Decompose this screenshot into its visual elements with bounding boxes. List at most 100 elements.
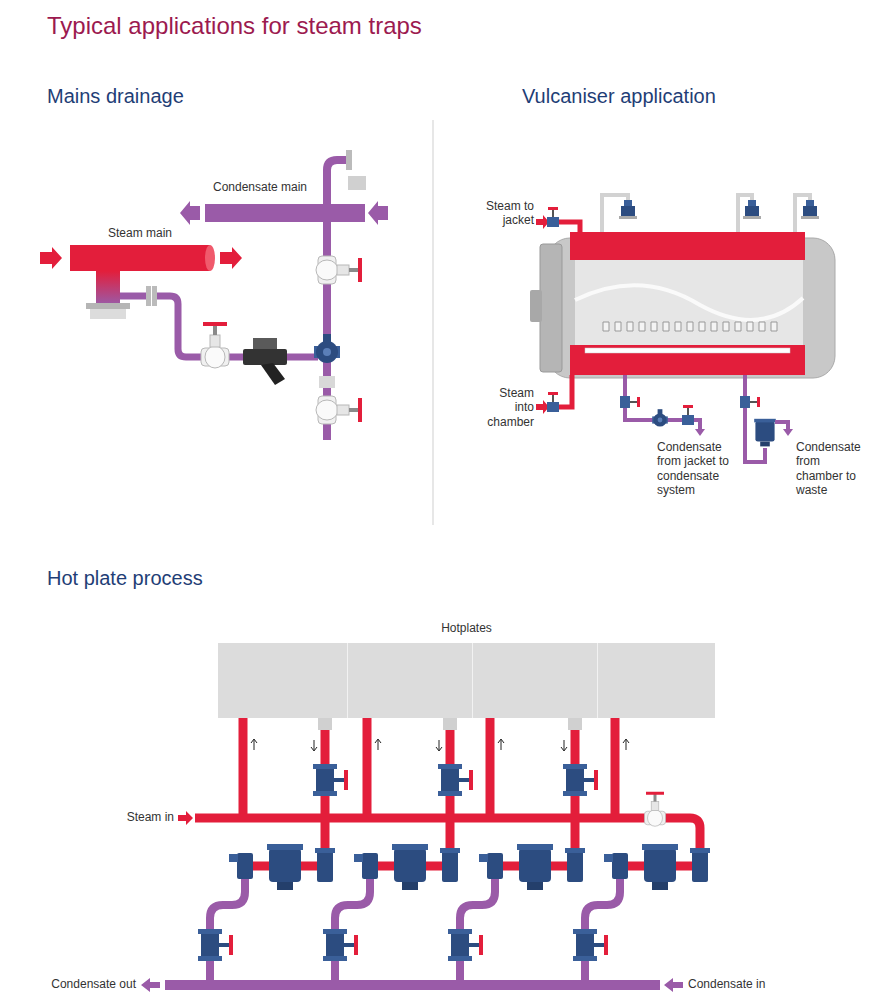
label-holder: Steam main [80, 226, 200, 240]
steam-trap [642, 844, 678, 890]
flow-label: Condensate out [26, 977, 136, 991]
air-vent [743, 200, 761, 219]
condensate-main-pipe [205, 204, 365, 222]
steam-jacket [570, 232, 805, 260]
strainer [354, 853, 378, 879]
flow-label: Condensate in [688, 977, 808, 991]
pipe [327, 160, 348, 204]
isolation-valve [323, 929, 358, 961]
node-heading: Hotplates [218, 621, 715, 635]
isolation-valve [201, 322, 229, 368]
fitting [690, 848, 710, 882]
drop-leg [96, 271, 120, 305]
chamber [575, 260, 803, 345]
section-heading: Hot plate process [47, 566, 203, 590]
valve [547, 207, 559, 227]
steam-trap [652, 409, 668, 426]
label-holder: Condensate out [26, 977, 136, 991]
flange [152, 286, 157, 306]
outlet-fitting [568, 716, 582, 730]
label-holder: Condensate from jacket to condensate sys… [657, 440, 741, 498]
pipe-label: Steam main [80, 226, 200, 240]
label-holder: Condensate in [688, 977, 808, 991]
outlet-fitting [443, 716, 457, 730]
pipe-end [205, 245, 215, 271]
plate-divider [347, 643, 348, 718]
air-vent [801, 200, 819, 219]
label-holder: Hot plate process [47, 566, 203, 590]
isolation-valve [563, 764, 598, 796]
flow-arrow [220, 247, 242, 269]
chamber-contour [575, 285, 803, 320]
page-title: Typical applications for steam traps [47, 12, 422, 41]
flange [90, 309, 126, 319]
flange [146, 286, 151, 306]
fitting [565, 848, 585, 882]
steam-trap [314, 334, 340, 363]
label-holder: Condensate main [200, 180, 320, 194]
isolation-valve [438, 764, 473, 796]
strainer [604, 853, 628, 879]
isolation-valve [448, 929, 483, 961]
label-holder: Condensate from chamber to waste [796, 440, 868, 498]
steam-trap [392, 844, 428, 890]
fitting [315, 848, 335, 882]
strainer [229, 853, 253, 879]
pipe [559, 375, 572, 407]
flow-label: Steam into chamber [482, 386, 534, 429]
door-handle [530, 290, 542, 322]
steam-trap [517, 844, 553, 890]
steam-spreader [585, 348, 790, 353]
valve [740, 396, 760, 408]
door [540, 244, 562, 372]
valve [547, 392, 559, 412]
valve [682, 405, 694, 425]
flow-label: Steam to jacket [482, 199, 534, 228]
drain-pipe [775, 422, 788, 430]
flow-arrow [180, 201, 200, 225]
outlet-fitting [318, 716, 332, 730]
pipe [559, 222, 580, 232]
label-holder: Steam in [96, 810, 174, 824]
steam-main-pipe [70, 245, 210, 271]
flow-arrow [40, 247, 62, 269]
flow-direction-arrows [251, 739, 629, 751]
isolation-valve [313, 764, 348, 796]
condensate-drop [210, 878, 620, 985]
pipe [157, 296, 318, 357]
isolation-valve [316, 256, 362, 284]
flow-arrow [695, 429, 705, 436]
isolation-valve [645, 792, 666, 827]
isolation-valve [573, 929, 608, 961]
isolation-valve [198, 929, 233, 961]
steam-trap [267, 844, 303, 890]
strainer [243, 338, 287, 385]
drain-pipe [745, 375, 765, 462]
steam-trap [754, 419, 776, 447]
fitting [440, 848, 460, 882]
pipe-label: Condensate main [200, 180, 320, 194]
flow-arrow [368, 201, 388, 225]
label-holder: Steam into chamber [482, 386, 534, 429]
label-holder: Mains drainage [47, 84, 184, 108]
panel-divider [433, 120, 434, 525]
flow-label: Condensate from chamber to waste [796, 440, 868, 498]
flange [346, 150, 352, 170]
flow-label: Steam in [96, 810, 174, 824]
flow-arrow [664, 978, 683, 992]
valve [620, 396, 640, 408]
sight-glass [319, 376, 335, 388]
flange [86, 303, 130, 309]
pipe-cap [348, 176, 366, 190]
section-heading: Vulcaniser application [522, 84, 716, 108]
plate-divider [597, 643, 598, 718]
title-holder: Typical applications for steam traps [47, 12, 422, 41]
condensate-return [165, 980, 660, 990]
pipe [120, 293, 148, 300]
air-vent [619, 200, 637, 219]
flow-arrow [141, 978, 160, 992]
steam-jacket [570, 345, 805, 375]
section-heading: Mains drainage [47, 84, 184, 108]
